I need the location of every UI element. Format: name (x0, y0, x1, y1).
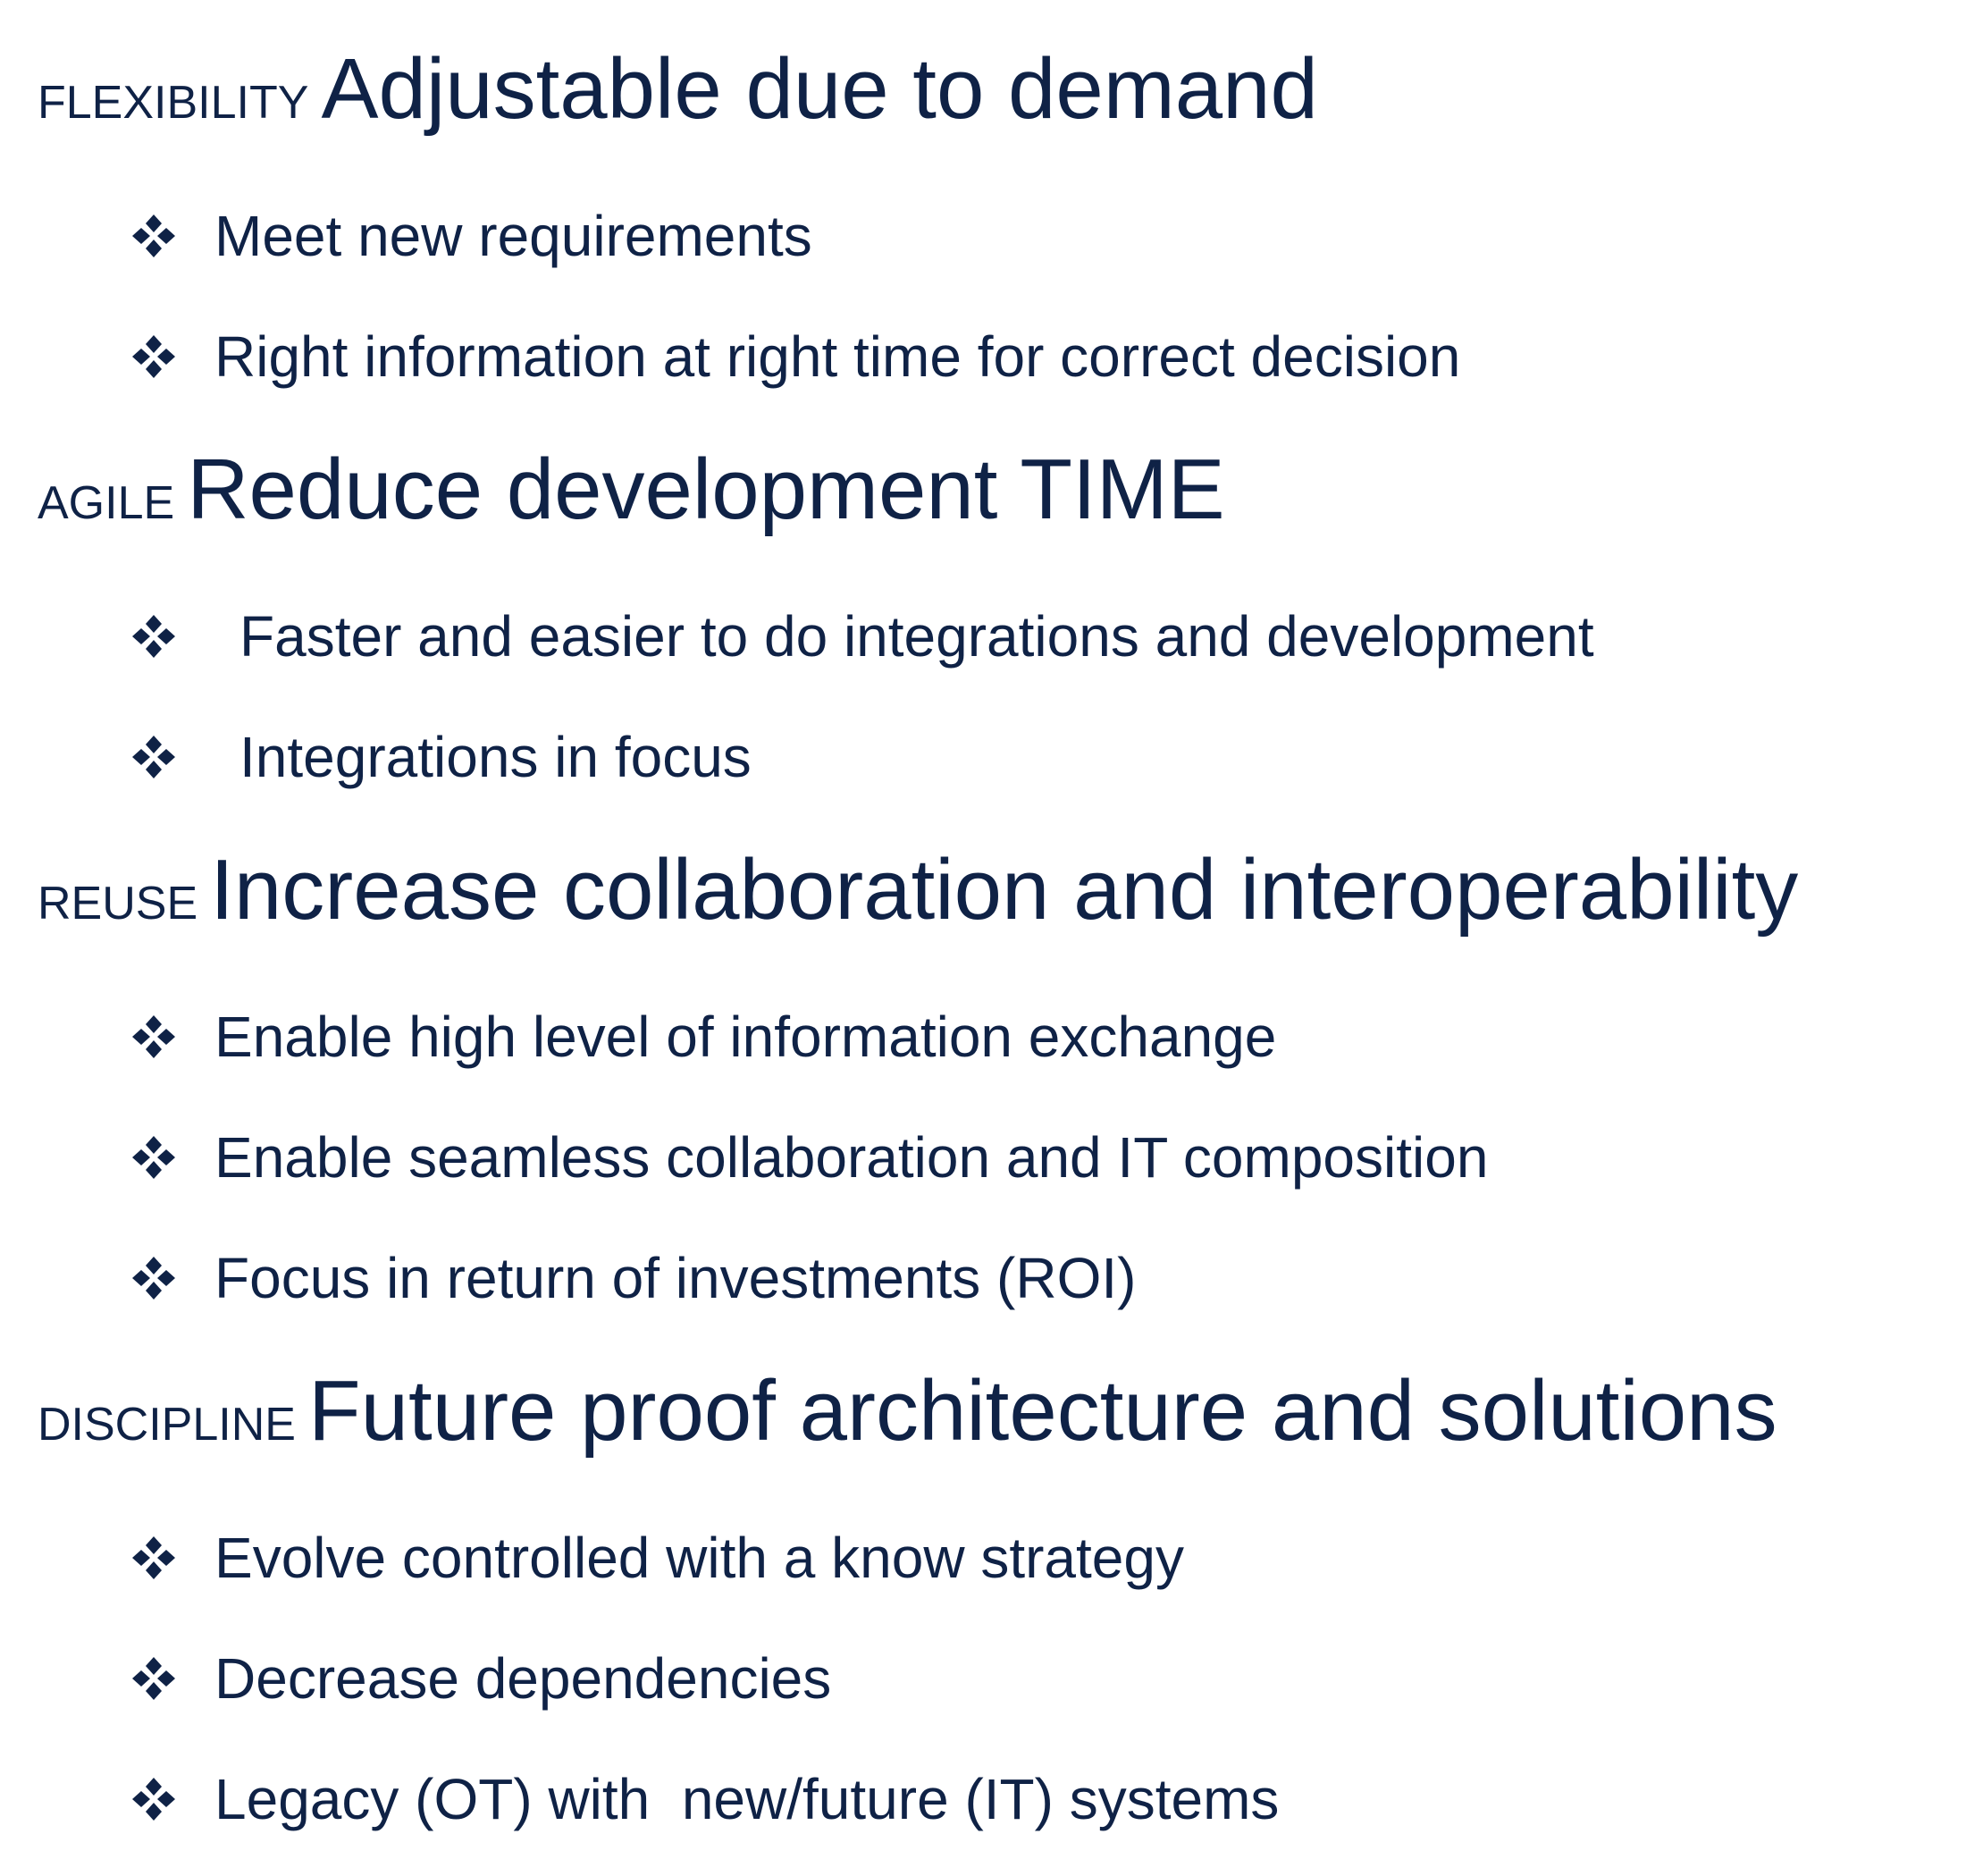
section-title: Reduce development TIME (187, 442, 1225, 537)
bullet-item: Decrease dependencies (129, 1650, 831, 1707)
bullet-text: Legacy (OT) with new/future (IT) systems (214, 1767, 1280, 1831)
bullet-text: Focus in return of investments (ROI) (214, 1246, 1137, 1310)
bullet-item: Legacy (OT) with new/future (IT) systems (129, 1771, 1279, 1828)
section-title: Adjustable due to demand (321, 41, 1318, 137)
section-title: Future proof architecture and solutions (307, 1363, 1777, 1459)
bullet-text: Faster and easier to do integrations and… (239, 604, 1594, 669)
four-diamond-bullet-icon (129, 332, 179, 382)
bullet-text: Evolve controlled with a know strategy (214, 1526, 1184, 1590)
bullet-text: Decrease dependencies (214, 1646, 832, 1711)
four-diamond-bullet-icon (129, 1533, 179, 1583)
bullet-item: Right information at right time for corr… (129, 328, 1460, 385)
bullet-text: Enable seamless collaboration and IT com… (214, 1125, 1489, 1190)
four-diamond-bullet-icon (129, 211, 179, 261)
four-diamond-bullet-icon (129, 611, 179, 661)
bullet-item: Integrations in focus (129, 728, 752, 786)
section-label: REUSE (38, 878, 198, 930)
bullet-item: Enable high level of information exchang… (129, 1008, 1276, 1065)
four-diamond-bullet-icon (129, 1653, 179, 1704)
bullet-item: Meet new requirements (129, 207, 812, 265)
bullet-text: Enable high level of information exchang… (214, 1005, 1277, 1069)
four-diamond-bullet-icon (129, 1253, 179, 1303)
four-diamond-bullet-icon (129, 732, 179, 782)
bullet-item: Enable seamless collaboration and IT com… (129, 1129, 1488, 1186)
four-diamond-bullet-icon (129, 1012, 179, 1062)
section-label: DISCIPLINE (38, 1399, 296, 1451)
four-diamond-bullet-icon (129, 1132, 179, 1182)
section-title: Increase collaboration and interoperabil… (210, 842, 1799, 938)
section-label: AGILE (38, 477, 175, 529)
bullet-text: Right information at right time for corr… (214, 324, 1461, 389)
section-label: FLEXIBILITY (38, 77, 309, 129)
four-diamond-bullet-icon (129, 1774, 179, 1824)
bullet-text: Meet new requirements (214, 204, 812, 268)
bullet-item: Evolve controlled with a know strategy (129, 1529, 1184, 1586)
bullet-item: Faster and easier to do integrations and… (129, 608, 1594, 665)
bullet-item: Focus in return of investments (ROI) (129, 1249, 1136, 1307)
bullet-text: Integrations in focus (239, 725, 752, 789)
